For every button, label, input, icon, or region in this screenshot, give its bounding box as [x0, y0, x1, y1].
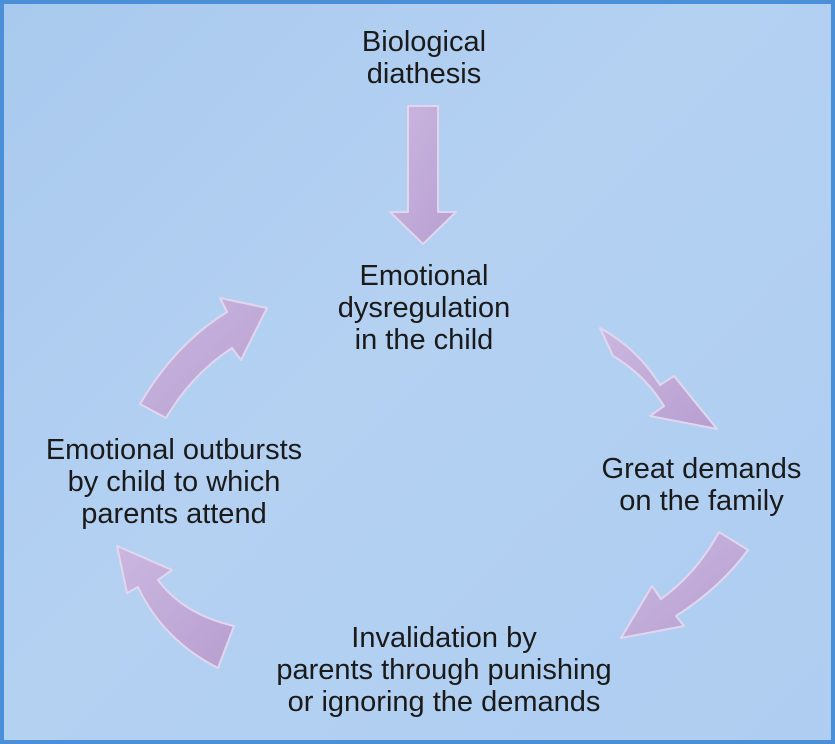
node-emotional-outbursts: Emotional outbursts by child to which pa… [45, 434, 303, 530]
node-invalidation: Invalidation by parents through punishin… [276, 622, 612, 718]
arrow-invalidation-to-outbursts [116, 545, 235, 669]
node-biological-diathesis: Biological diathesis [361, 26, 487, 90]
arrow-dysregulation-to-demands [599, 327, 718, 430]
arrow-demands-to-invalidation [620, 531, 749, 639]
arrow-outbursts-to-dysregulation [139, 297, 268, 419]
node-great-demands: Great demands on the family [601, 453, 802, 517]
arrow-diathesis-to-dysregulation [389, 105, 457, 245]
node-emotional-dysregulation: Emotional dysregulation in the child [337, 260, 511, 356]
arrow-layer [116, 105, 749, 669]
